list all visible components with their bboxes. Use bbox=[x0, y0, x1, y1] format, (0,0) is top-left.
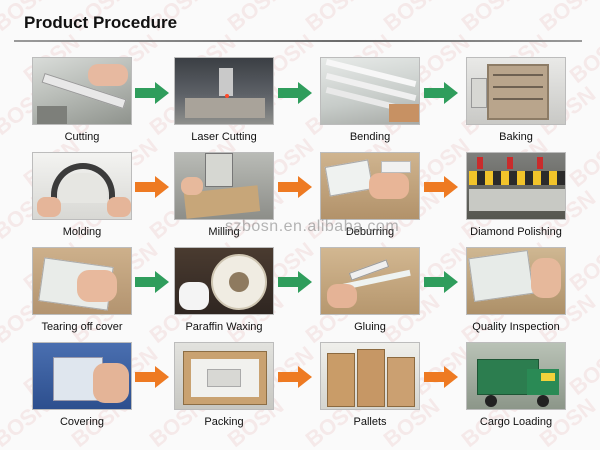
arrow-shape bbox=[278, 176, 312, 198]
arrow-shape bbox=[135, 366, 169, 388]
arrow-right-icon bbox=[135, 82, 169, 104]
pallets-photo bbox=[320, 342, 420, 410]
step-label: Diamond Polishing bbox=[470, 226, 562, 238]
background-mark: BOSN bbox=[456, 0, 523, 37]
site-watermark: szbosn.en.alibaba.com bbox=[225, 218, 400, 235]
packing-photo bbox=[174, 342, 274, 410]
arrow-right-icon bbox=[424, 366, 458, 388]
page-title: Product Procedure bbox=[24, 13, 178, 32]
background-mark: BOSN bbox=[300, 0, 367, 37]
arrow-right-icon bbox=[135, 271, 169, 293]
arrow-shape bbox=[135, 176, 169, 198]
arrow-right-icon bbox=[424, 271, 458, 293]
step-label: Deburring bbox=[345, 226, 395, 238]
arrow-shape bbox=[424, 271, 458, 293]
step-label: Pallets bbox=[353, 416, 387, 428]
arrow-shape bbox=[278, 271, 312, 293]
arrow-shape bbox=[424, 176, 458, 198]
diamond-polishing-photo bbox=[466, 152, 566, 220]
covering-photo bbox=[32, 342, 132, 410]
background-mark: BOSN bbox=[222, 0, 289, 37]
arrow-shape bbox=[135, 82, 169, 104]
arrow-right-icon bbox=[278, 366, 312, 388]
gluing-photo bbox=[320, 247, 420, 315]
deburring-photo bbox=[320, 152, 420, 220]
arrow-shape bbox=[135, 271, 169, 293]
step-label: Cargo Loading bbox=[479, 416, 553, 428]
arrow-shape bbox=[278, 366, 312, 388]
background-mark: BOSN bbox=[534, 0, 600, 37]
laser-cutting-photo bbox=[174, 57, 274, 125]
step-label: Paraffin Waxing bbox=[185, 321, 263, 333]
quality-inspection-photo bbox=[466, 247, 566, 315]
step-label: Laser Cutting bbox=[191, 131, 257, 143]
arrow-shape bbox=[278, 82, 312, 104]
step-label: Covering bbox=[59, 416, 105, 428]
milling-photo bbox=[174, 152, 274, 220]
molding-photo bbox=[32, 152, 132, 220]
arrow-shape bbox=[424, 366, 458, 388]
background-mark: BOSN bbox=[564, 341, 600, 401]
arrow-right-icon bbox=[135, 366, 169, 388]
paraffin-waxing-photo bbox=[174, 247, 274, 315]
step-label: Molding bbox=[62, 226, 102, 238]
step-label: Quality Inspection bbox=[472, 321, 560, 333]
arrow-right-icon bbox=[424, 82, 458, 104]
background-mark: BOSN bbox=[564, 237, 600, 297]
background-mark: BOSN bbox=[564, 29, 600, 89]
tearing-off-cover-photo bbox=[32, 247, 132, 315]
cutting-photo bbox=[32, 57, 132, 125]
step-label: Cutting bbox=[64, 131, 100, 143]
arrow-right-icon bbox=[135, 176, 169, 198]
arrow-right-icon bbox=[278, 176, 312, 198]
step-label: Bending bbox=[349, 131, 391, 143]
bending-photo bbox=[320, 57, 420, 125]
background-mark: BOSN bbox=[378, 0, 445, 37]
step-label: Milling bbox=[208, 226, 240, 238]
title-divider bbox=[14, 40, 582, 42]
arrow-shape bbox=[424, 82, 458, 104]
cargo-loading-photo bbox=[466, 342, 566, 410]
step-label: Packing bbox=[204, 416, 244, 428]
arrow-right-icon bbox=[424, 176, 458, 198]
step-label: Baking bbox=[499, 131, 533, 143]
step-label: Gluing bbox=[354, 321, 386, 333]
step-label: Tearing off cover bbox=[41, 321, 123, 333]
arrow-right-icon bbox=[278, 271, 312, 293]
baking-photo bbox=[466, 57, 566, 125]
arrow-right-icon bbox=[278, 82, 312, 104]
